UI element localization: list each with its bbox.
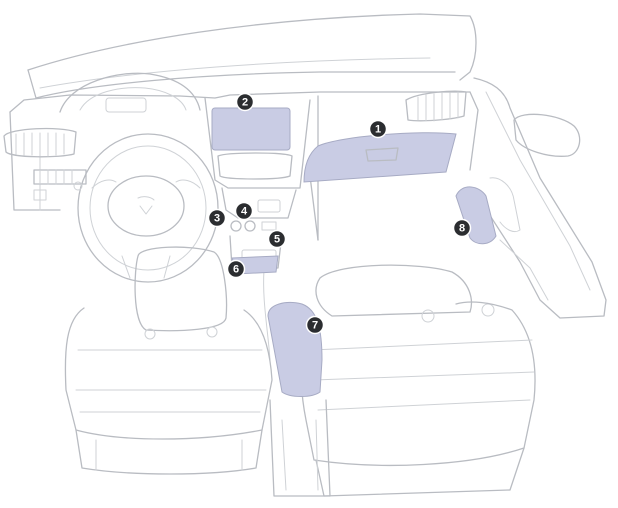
svg-text:1: 1 [375, 124, 381, 136]
dashboard-outline [9, 13, 479, 211]
passenger-seat [300, 264, 536, 497]
steering-wheel [73, 133, 219, 283]
marker-2[interactable]: 2 [235, 92, 255, 112]
svg-text:2: 2 [242, 97, 248, 109]
driver-seat [64, 246, 273, 475]
svg-text:8: 8 [459, 223, 465, 235]
passenger-door [473, 77, 607, 319]
zone-1-glovebox[interactable] [303, 132, 457, 183]
console-controls [230, 220, 277, 232]
svg-text:3: 3 [214, 213, 220, 225]
marker-4[interactable]: 4 [234, 201, 254, 221]
svg-text:4: 4 [241, 206, 248, 218]
highlight-zones [211, 107, 497, 397]
zone-2-touchscreen[interactable] [211, 107, 291, 151]
svg-text:7: 7 [312, 320, 318, 332]
air-vents [3, 90, 467, 201]
marker-1[interactable]: 1 [368, 119, 388, 139]
marker-8[interactable]: 8 [452, 218, 472, 238]
marker-7[interactable]: 7 [305, 315, 325, 335]
instrument-binnacle [59, 72, 201, 113]
zone-8-door-pocket[interactable] [455, 186, 497, 245]
marker-3[interactable]: 3 [207, 208, 227, 228]
marker-6[interactable]: 6 [226, 259, 246, 279]
floor-tunnel [269, 399, 331, 497]
marker-5[interactable]: 5 [267, 229, 287, 249]
svg-text:6: 6 [233, 264, 239, 276]
svg-text:5: 5 [274, 234, 280, 246]
